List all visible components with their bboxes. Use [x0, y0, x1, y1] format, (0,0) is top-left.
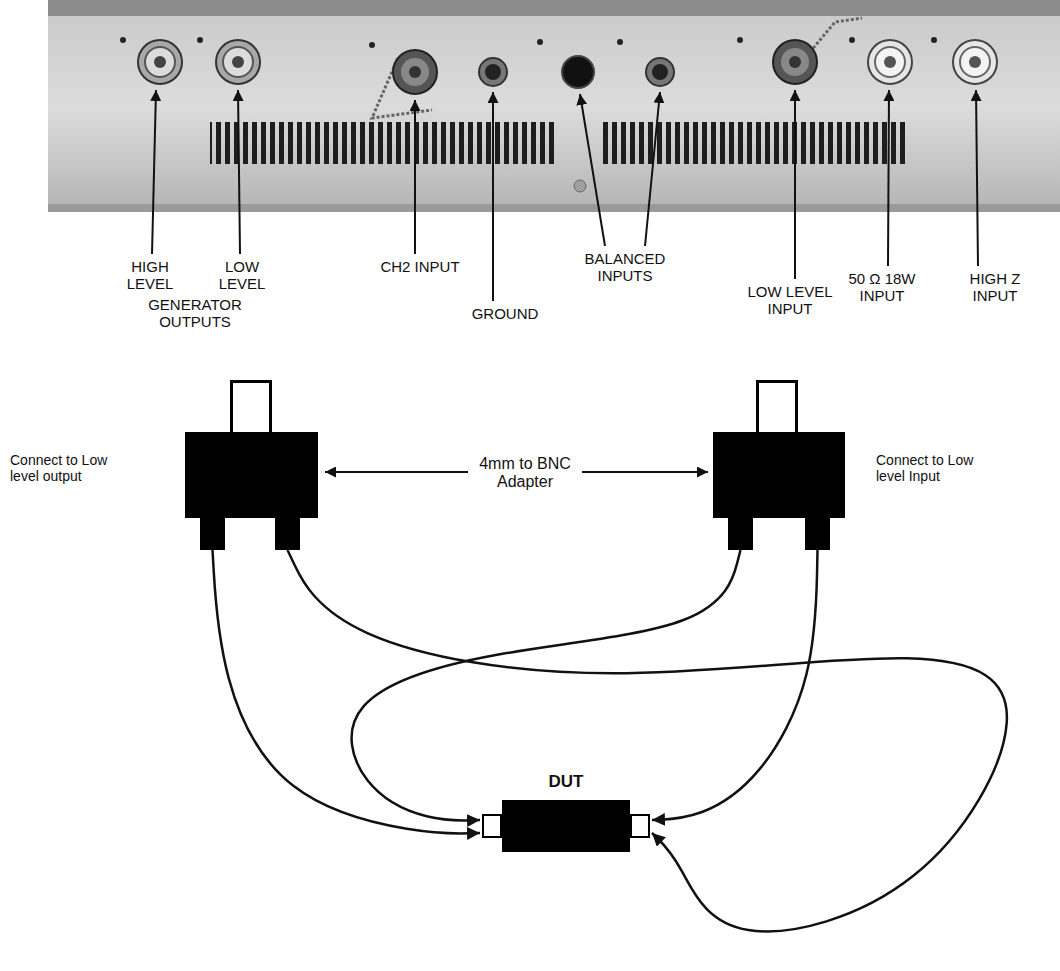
bnc-stem: [756, 380, 798, 435]
label-slot: CH2 INPUT: [365, 258, 475, 275]
test-lead: [352, 550, 741, 821]
dut-terminal: [482, 814, 502, 838]
panel-edge: [48, 0, 1060, 16]
label-slot: 4mm to BNC Adapter: [465, 455, 585, 492]
port-label: LOW LEVEL: [211, 258, 273, 293]
vent-slots: [600, 122, 906, 164]
adapter-label: 4mm to BNC Adapter: [465, 455, 585, 492]
port-label: HIGH LEVEL: [119, 258, 181, 293]
label-slot: GENERATOR OUTPUTS: [139, 296, 251, 331]
dut-terminal: [630, 814, 650, 838]
dut-heading: DUT: [502, 772, 630, 792]
panel-edge: [48, 204, 1060, 212]
vent-slots: [210, 122, 555, 164]
dut-box: DUT: [502, 800, 630, 852]
label-slot: LOW LEVEL INPUT: [742, 283, 838, 318]
banana-pin: [200, 518, 225, 550]
bnc-connector: [868, 40, 912, 84]
bnc-adapter: Connect to Low level output: [185, 432, 318, 518]
port-label: LOW LEVEL INPUT: [742, 283, 838, 318]
capped-bnc-connector: [773, 18, 862, 84]
port-label: CH2 INPUT: [365, 258, 475, 275]
port-label: HIGH Z INPUT: [957, 270, 1033, 305]
connection-note: Connect to Low level output: [10, 452, 130, 484]
port-label: BALANCED INPUTS: [573, 250, 677, 285]
test-lead: [652, 550, 818, 820]
capped-bnc-connector: [372, 50, 437, 118]
label-slot: 50 Ω 18W INPUT: [839, 270, 925, 305]
balanced-jack: [562, 56, 674, 88]
panel-face: [48, 0, 1060, 212]
port-label: GROUND: [460, 305, 550, 322]
screw: [574, 180, 586, 192]
banana-pin: [728, 518, 753, 550]
bnc-connector: [216, 40, 260, 84]
port-label: 50 Ω 18W INPUT: [839, 270, 925, 305]
bnc-adapter: Connect to Low level Input: [713, 432, 845, 518]
test-lead: [288, 550, 1007, 931]
label-slot: HIGH LEVEL: [119, 258, 181, 293]
label-slot: BALANCED INPUTS: [573, 250, 677, 285]
test-lead: [213, 550, 481, 834]
label-slot: LOW LEVEL: [211, 258, 273, 293]
bnc-connector: [138, 40, 182, 84]
leader-arrows: [152, 90, 978, 472]
banana-pin: [805, 518, 830, 550]
ground-jack: [479, 58, 507, 86]
port-label: GENERATOR OUTPUTS: [139, 296, 251, 331]
label-slot: GROUND: [460, 305, 550, 322]
connection-note: Connect to Low level Input: [876, 452, 996, 484]
banana-pin: [275, 518, 300, 550]
bnc-connector: [953, 40, 997, 84]
label-slot: HIGH Z INPUT: [957, 270, 1033, 305]
bnc-stem: [230, 380, 272, 435]
